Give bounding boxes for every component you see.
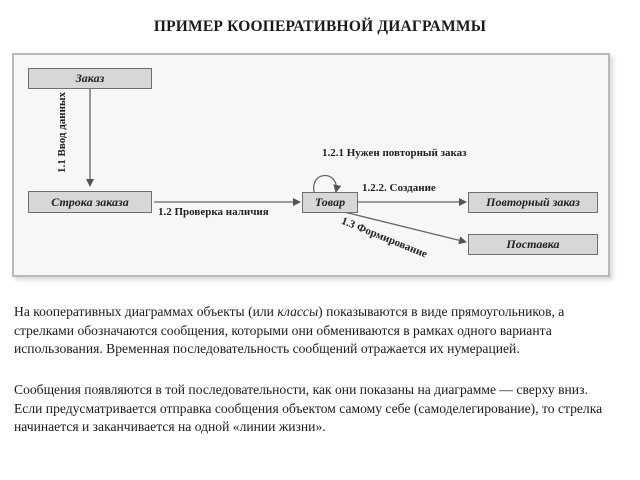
paragraph-1-part-1: На кооперативных диаграммах объекты (или — [14, 304, 278, 319]
paragraph-1-italic: классы — [277, 304, 319, 319]
object-repeat-order: Повторный заказ — [468, 192, 598, 213]
message-1-2: 1.2 Проверка наличия — [158, 206, 269, 218]
paragraph-1-part-2: ) показываются в виде прямоугольников, а… — [14, 304, 565, 356]
paragraph-2: Сообщения появляются в той последователь… — [14, 382, 603, 434]
object-order: Заказ — [28, 68, 152, 89]
object-delivery: Поставка — [468, 234, 598, 255]
link-product-delivery — [343, 211, 467, 245]
message-1-2-1: 1.2.1 Нужен повторный заказ — [322, 147, 467, 159]
paragraph-1: На кооперативных диаграммах объекты (или… — [14, 303, 614, 359]
object-order-line: Строка заказа — [28, 191, 152, 213]
diagram-connectors — [86, 89, 467, 245]
page-title: ПРИМЕР КООПЕРАТИВНОЙ ДИАГРАММЫ — [153, 18, 487, 35]
object-product: Товар — [302, 192, 358, 213]
message-1-2-2: 1.2.2. Создание — [362, 182, 436, 194]
message-1-1: 1.1 Ввод данных — [56, 91, 68, 173]
collaboration-diagram: Заказ Строка заказа Товар Повторный зака… — [12, 53, 610, 277]
link-product-self — [313, 175, 342, 193]
